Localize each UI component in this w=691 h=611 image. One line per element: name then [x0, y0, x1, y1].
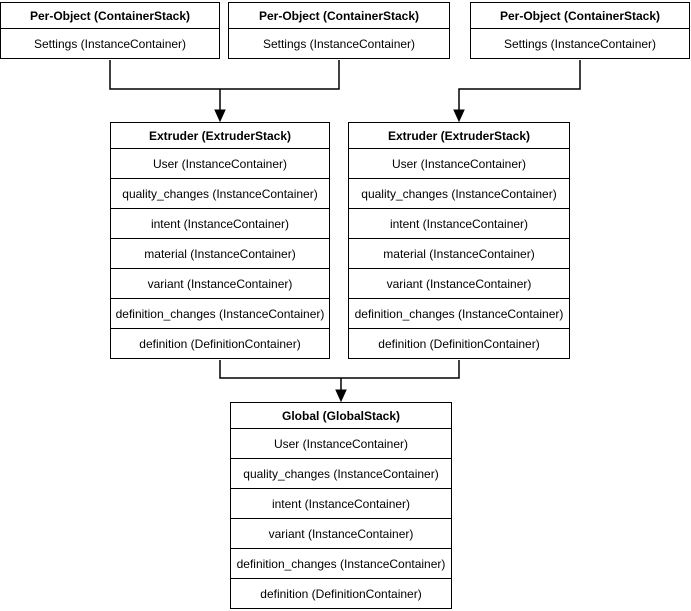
- per-object-1-row-settings: Settings (InstanceContainer): [1, 28, 219, 58]
- node-global-title: Global (GlobalStack): [281, 408, 401, 423]
- edge-perobject1-perobject2-join: [109, 60, 340, 90]
- node-per-object-3: Per-Object (ContainerStack) Settings (In…: [470, 2, 690, 59]
- extruder-1-row-variant: variant (InstanceContainer): [111, 268, 329, 298]
- per-object-3-row-settings: Settings (InstanceContainer): [471, 28, 689, 58]
- global-row-user: User (InstanceContainer): [231, 428, 451, 458]
- node-per-object-2-title: Per-Object (ContainerStack): [258, 8, 420, 23]
- global-row-quality-changes: quality_changes (InstanceContainer): [231, 458, 451, 488]
- extruder-2-row-definition: definition (DefinitionContainer): [349, 328, 569, 358]
- extruder-1-row-material: material (InstanceContainer): [111, 238, 329, 268]
- extruder-2-row-user: User (InstanceContainer): [349, 148, 569, 178]
- arrow-head-extruder1: [214, 109, 226, 123]
- node-global: Global (GlobalStack) User (InstanceConta…: [230, 402, 452, 609]
- global-row-variant: variant (InstanceContainer): [231, 518, 451, 548]
- node-extruder-2-title: Extruder (ExtruderStack): [387, 128, 531, 143]
- extruder-2-row-variant: variant (InstanceContainer): [349, 268, 569, 298]
- extruder-2-row-material: material (InstanceContainer): [349, 238, 569, 268]
- global-row-intent: intent (InstanceContainer): [231, 488, 451, 518]
- extruder-1-row-intent: intent (InstanceContainer): [111, 208, 329, 238]
- node-extruder-2: Extruder (ExtruderStack) User (InstanceC…: [348, 122, 570, 359]
- per-object-2-row-settings: Settings (InstanceContainer): [229, 28, 449, 58]
- global-row-definition: definition (DefinitionContainer): [231, 578, 451, 608]
- node-extruder-1: Extruder (ExtruderStack) User (InstanceC…: [110, 122, 330, 359]
- arrow-head-extruder2: [453, 109, 465, 123]
- node-per-object-1: Per-Object (ContainerStack) Settings (In…: [0, 2, 220, 59]
- global-row-definition-changes: definition_changes (InstanceContainer): [231, 548, 451, 578]
- edge-perobject3-extruder2: [458, 60, 581, 112]
- extruder-1-row-definition-changes: definition_changes (InstanceContainer): [111, 298, 329, 328]
- node-per-object-1-title: Per-Object (ContainerStack): [29, 8, 191, 23]
- extruder-2-row-definition-changes: definition_changes (InstanceContainer): [349, 298, 569, 328]
- extruder-2-row-intent: intent (InstanceContainer): [349, 208, 569, 238]
- arrow-head-global: [335, 389, 347, 403]
- node-extruder-1-title: Extruder (ExtruderStack): [148, 128, 292, 143]
- node-per-object-3-title: Per-Object (ContainerStack): [499, 8, 661, 23]
- extruder-1-row-user: User (InstanceContainer): [111, 148, 329, 178]
- node-per-object-2: Per-Object (ContainerStack) Settings (In…: [228, 2, 450, 59]
- extruder-1-row-quality-changes: quality_changes (InstanceContainer): [111, 178, 329, 208]
- extruder-1-row-definition: definition (DefinitionContainer): [111, 328, 329, 358]
- edge-extruder1-extruder2-join: [219, 360, 460, 379]
- extruder-2-row-quality-changes: quality_changes (InstanceContainer): [349, 178, 569, 208]
